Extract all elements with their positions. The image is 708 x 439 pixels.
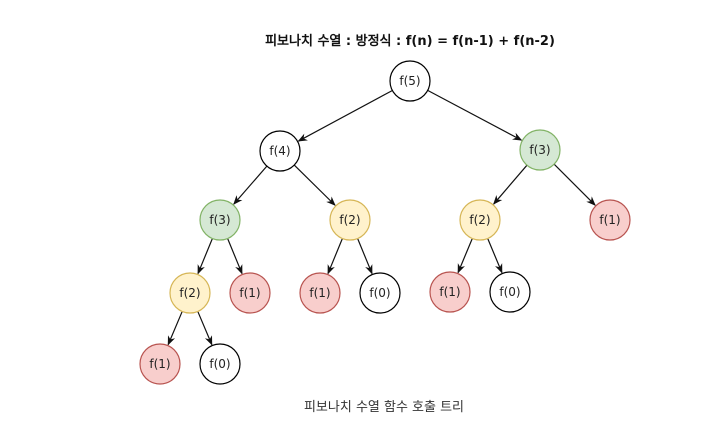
node-n1d: f(1) — [139, 343, 181, 385]
node-n2c: f(2) — [169, 272, 211, 314]
node-label: f(5) — [399, 74, 420, 88]
node-circle — [329, 199, 371, 241]
diagram-caption: 피보나치 수열 함수 호출 트리 — [304, 400, 464, 415]
edge-n2b-n0b — [487, 238, 503, 274]
edge-n2c-n0c — [197, 311, 213, 346]
node-n3l: f(3) — [199, 199, 241, 241]
node-circle — [259, 130, 301, 172]
edge-n5-n3r — [427, 89, 523, 141]
node-circle — [169, 272, 211, 314]
node-circle — [299, 272, 341, 314]
node-circle — [199, 343, 241, 385]
edges-layer — [167, 89, 596, 346]
node-n1r: f(1) — [589, 199, 631, 241]
node-n1a: f(1) — [229, 272, 271, 314]
nodes-layer: f(5) f(4) f(3) f(3) f(2) f(2) f(1) f(2) f(1) f(1)… — [139, 60, 631, 385]
node-circle — [229, 272, 271, 314]
node-circle — [429, 271, 471, 313]
node-label: f(1) — [599, 213, 620, 227]
edge-n2c-n1d — [167, 311, 183, 346]
node-label: f(0) — [499, 285, 520, 299]
edge-n2a-n0a — [357, 238, 373, 275]
node-n5: f(5) — [389, 60, 431, 102]
node-label: f(4) — [269, 144, 290, 158]
node-n0b: f(0) — [489, 271, 531, 313]
node-circle — [459, 199, 501, 241]
node-n0a: f(0) — [359, 272, 401, 314]
node-circle — [589, 199, 631, 241]
node-label: f(2) — [179, 286, 200, 300]
node-label: f(1) — [439, 285, 460, 299]
node-label: f(2) — [469, 213, 490, 227]
node-label: f(1) — [149, 357, 170, 371]
node-circle — [199, 199, 241, 241]
node-n1b: f(1) — [299, 272, 341, 314]
edge-n3l-n1a — [227, 238, 243, 275]
node-label: f(3) — [209, 213, 230, 227]
node-n3r: f(3) — [519, 129, 561, 171]
node-n2b: f(2) — [459, 199, 501, 241]
edge-n2a-n1b — [327, 238, 343, 275]
node-circle — [139, 343, 181, 385]
diagram-title: 피보나치 수열 : 방정식 : f(n) = f(n-1) + f(n-2) — [265, 33, 555, 49]
edge-n3r-n1r — [553, 163, 596, 206]
node-n2a: f(2) — [329, 199, 371, 241]
node-label: f(0) — [209, 357, 230, 371]
node-circle — [519, 129, 561, 171]
node-circle — [489, 271, 531, 313]
edge-n2b-n1c — [457, 238, 473, 274]
node-label: f(3) — [529, 143, 550, 157]
node-n0c: f(0) — [199, 343, 241, 385]
edge-n3r-n2b — [493, 164, 528, 205]
edge-n4-n2a — [293, 164, 336, 206]
node-circle — [389, 60, 431, 102]
edge-n4-n3l — [233, 165, 268, 205]
edge-n3l-n2c — [197, 238, 213, 275]
node-label: f(1) — [239, 286, 260, 300]
node-label: f(1) — [309, 286, 330, 300]
node-n4: f(4) — [259, 130, 301, 172]
edge-n5-n4 — [297, 89, 393, 142]
node-label: f(2) — [339, 213, 360, 227]
node-label: f(0) — [369, 286, 390, 300]
node-n1c: f(1) — [429, 271, 471, 313]
node-circle — [359, 272, 401, 314]
